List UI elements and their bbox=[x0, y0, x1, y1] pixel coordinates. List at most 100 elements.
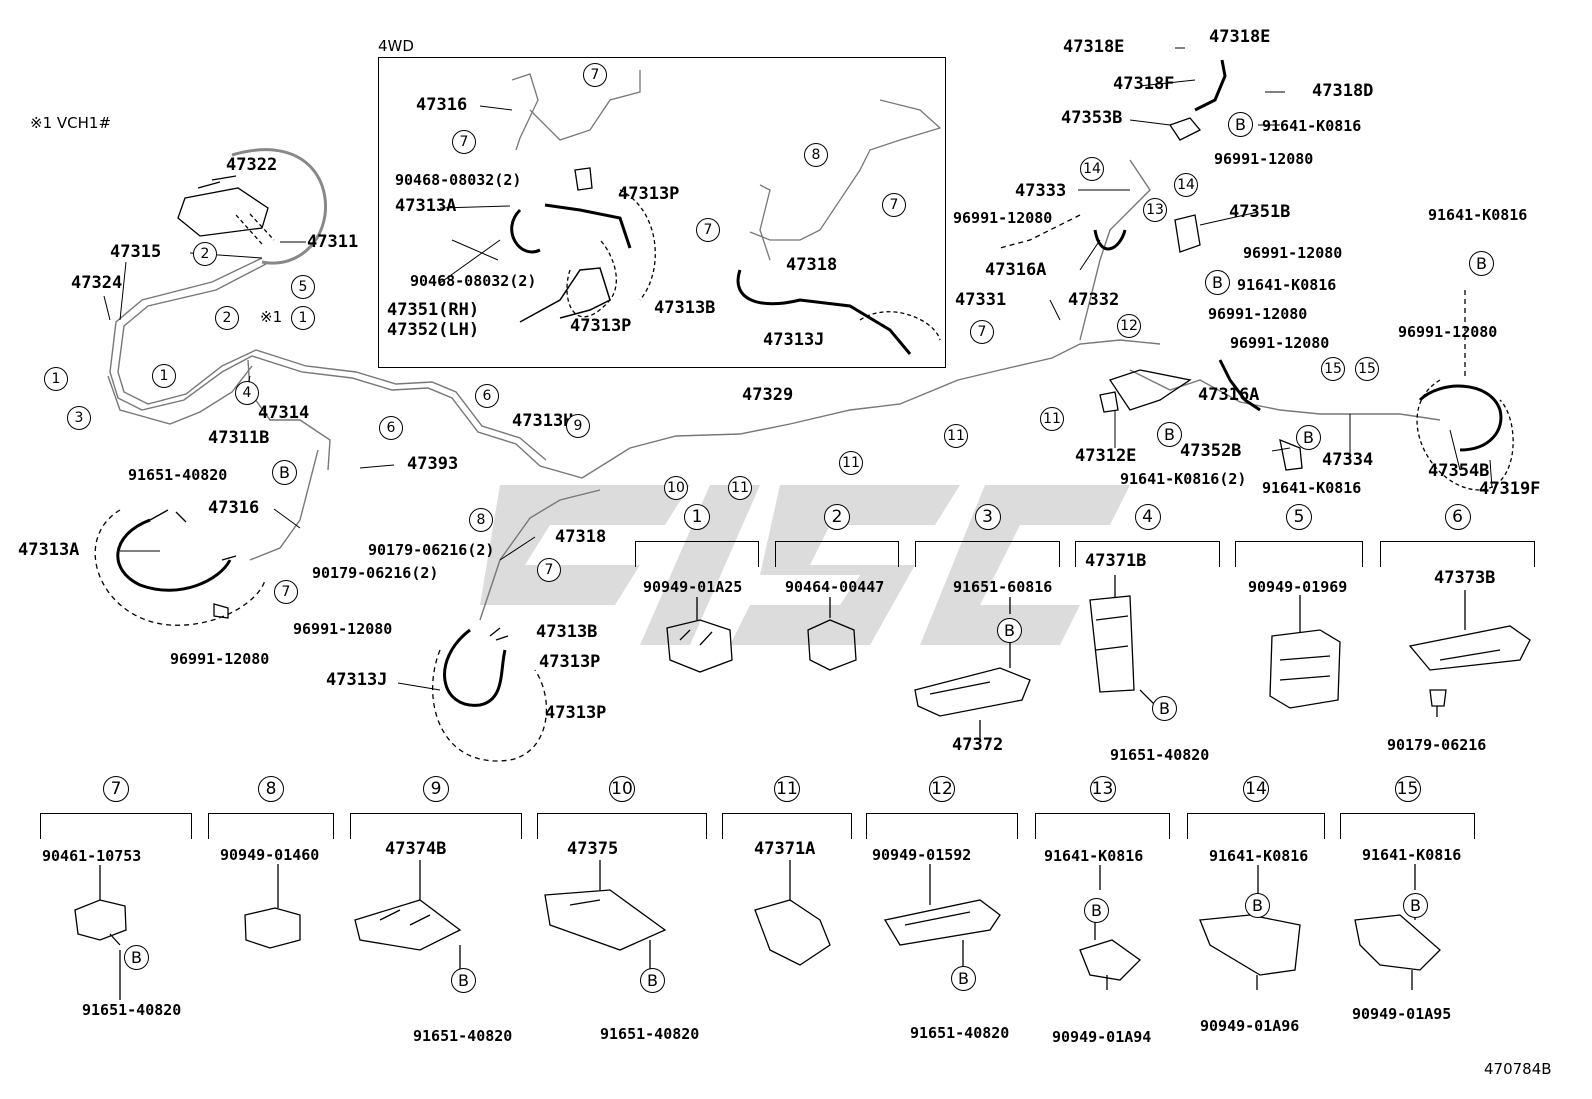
callout: 7 bbox=[583, 63, 607, 87]
section-part-label: 90949-01A95 bbox=[1352, 1005, 1452, 1023]
section-14: 14 bbox=[1187, 776, 1325, 839]
part-label: 47318 bbox=[786, 255, 838, 275]
part-label: 47319F bbox=[1479, 479, 1541, 499]
part-label: 47332 bbox=[1068, 290, 1120, 310]
callout: 13 bbox=[1143, 198, 1167, 222]
callout: 15 bbox=[1355, 357, 1379, 381]
callout: 10 bbox=[664, 476, 688, 500]
section-part-label: 47375 bbox=[567, 839, 619, 859]
section-number: 4 bbox=[1134, 504, 1161, 530]
rear-hose-lower bbox=[432, 627, 547, 762]
ref-b-badge: B bbox=[1245, 893, 1270, 918]
ref-b-badge: B bbox=[951, 966, 976, 991]
part-label: 47331 bbox=[955, 290, 1007, 310]
ref-b-badge: B bbox=[640, 968, 665, 993]
ref-b-badge: B bbox=[124, 945, 149, 970]
section-part-label: 90464-00447 bbox=[785, 578, 885, 596]
part-label: 47311 bbox=[307, 232, 359, 252]
part-label: 47313J bbox=[326, 670, 388, 690]
footnote-vch1: ※1 VCH1# bbox=[30, 114, 112, 132]
callout: 9 bbox=[566, 414, 590, 438]
section-part-label: 91651-60816 bbox=[953, 578, 1053, 596]
part-label: 47318F bbox=[1113, 74, 1175, 94]
callout: 11 bbox=[839, 451, 863, 475]
part-label: 47316A bbox=[985, 260, 1047, 280]
part-label: 96991-12080 bbox=[953, 209, 1053, 227]
callout: 7 bbox=[970, 320, 994, 344]
callout: 7 bbox=[882, 193, 906, 217]
callout: 15 bbox=[1321, 357, 1345, 381]
part-label: 90179-06216(2) bbox=[368, 541, 495, 559]
part-label: 90468-08032(2) bbox=[410, 272, 537, 290]
part-label: 91641-K0816 bbox=[1237, 276, 1337, 294]
callout: 14 bbox=[1174, 173, 1198, 197]
part-label: 47352B bbox=[1180, 441, 1242, 461]
rear-right-drawing bbox=[999, 59, 1514, 491]
section-number: 10 bbox=[609, 776, 635, 802]
part-label: 47311B bbox=[208, 428, 270, 448]
part-label: 47313B bbox=[536, 622, 598, 642]
part-label: 47316 bbox=[416, 95, 468, 115]
callout: 4 bbox=[235, 381, 259, 405]
section-part-label: 90949-01A96 bbox=[1200, 1017, 1300, 1035]
section-part-label: 91651-40820 bbox=[1110, 746, 1210, 764]
ref-b-badge: B bbox=[997, 618, 1022, 643]
section-number: 5 bbox=[1286, 504, 1312, 530]
callout: 8 bbox=[469, 508, 493, 532]
section-8: 8 bbox=[208, 776, 334, 839]
part-label: 47315 bbox=[110, 242, 162, 262]
section-part-label: 90949-01460 bbox=[220, 846, 320, 864]
part-label: 47313P bbox=[539, 652, 601, 672]
part-label: 90179-06216(2) bbox=[312, 564, 439, 582]
section-part-label: 90949-01A94 bbox=[1052, 1028, 1152, 1046]
section-13: 13 bbox=[1035, 776, 1170, 839]
section-number: 15 bbox=[1394, 776, 1421, 802]
section-number: 3 bbox=[974, 504, 1001, 530]
section-part-label: 47372 bbox=[952, 735, 1004, 755]
ref-b-badge: B bbox=[1296, 425, 1321, 450]
section-number: 11 bbox=[774, 776, 800, 802]
section-3: 3 bbox=[915, 504, 1060, 567]
part-label: 47316A bbox=[1198, 385, 1260, 405]
section-number: 13 bbox=[1089, 776, 1116, 802]
section-part-label: 91651-40820 bbox=[600, 1025, 700, 1043]
callout: 6 bbox=[475, 384, 499, 408]
part-label: 96991-12080 bbox=[1208, 305, 1308, 323]
ref-b-badge: B bbox=[1152, 696, 1177, 721]
part-label: 91641-K0816(2) bbox=[1120, 470, 1247, 488]
part-label: 47353B bbox=[1061, 108, 1123, 128]
part-label: 47351B bbox=[1229, 202, 1291, 222]
section-7: 7 bbox=[40, 776, 192, 839]
section-2: 2 bbox=[775, 504, 899, 567]
part-label: 96991-12080 bbox=[1214, 150, 1314, 168]
part-label: 47314 bbox=[258, 403, 310, 423]
callout: 7 bbox=[696, 218, 720, 242]
leader-lines bbox=[103, 47, 1493, 691]
callout: 2 bbox=[215, 306, 239, 330]
inset-title-4wd: 4WD bbox=[378, 37, 414, 55]
section-number: 12 bbox=[929, 776, 955, 802]
part-label: 47324 bbox=[71, 273, 123, 293]
note-mark: ※1 bbox=[260, 308, 283, 326]
section-part-label: 90949-01A25 bbox=[643, 578, 743, 596]
section-part-label: 47371A bbox=[754, 839, 816, 859]
section-number: 2 bbox=[824, 504, 850, 530]
section-part-label: 47374B bbox=[385, 839, 447, 859]
callout: 14 bbox=[1080, 157, 1104, 181]
part-label: 47351(RH) bbox=[387, 300, 480, 320]
part-label: 47313A bbox=[395, 196, 457, 216]
callout: 1 bbox=[44, 367, 68, 391]
part-label: 47329 bbox=[742, 385, 794, 405]
part-label: 96991-12080 bbox=[1398, 323, 1498, 341]
section-part-label: 90461-10753 bbox=[42, 847, 142, 865]
part-label: 96991-12080 bbox=[293, 620, 393, 638]
part-label: 47313H bbox=[512, 411, 574, 431]
callout: 3 bbox=[67, 406, 91, 430]
part-label: 96991-12080 bbox=[1243, 244, 1343, 262]
watermark-logo bbox=[480, 485, 1130, 645]
master-cylinder-drawing bbox=[177, 148, 328, 265]
section-part-label: 91651-40820 bbox=[82, 1001, 182, 1019]
part-label: 47313A bbox=[18, 540, 80, 560]
section-6: 6 bbox=[1380, 504, 1535, 567]
callout: 11 bbox=[944, 424, 968, 448]
